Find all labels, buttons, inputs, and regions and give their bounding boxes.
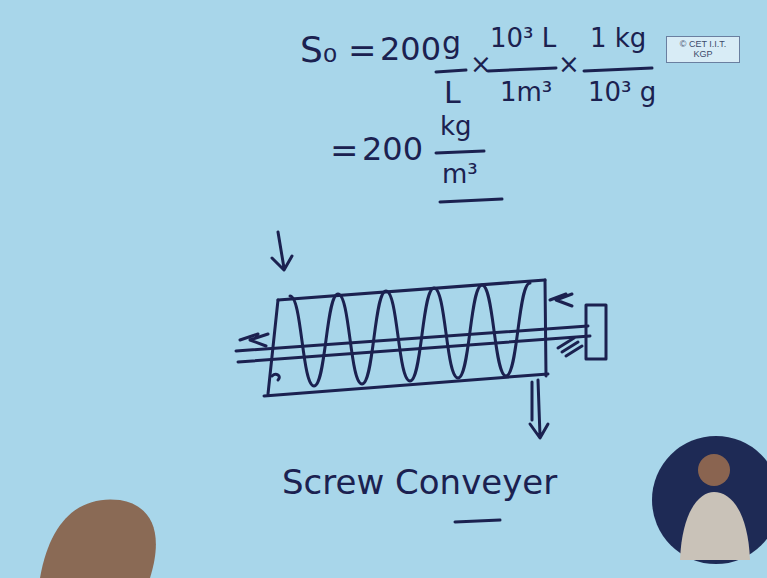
equation-term: × [470,50,492,79]
tube-wall [278,280,545,300]
logo-text: © CET I.I.T. KGP [671,39,735,60]
rotation-mark [550,294,572,306]
presenter-inset [652,436,767,564]
fraction-bar [488,68,556,71]
equation-term: 10³ L [490,24,556,53]
fraction-bar [436,70,466,72]
screw-flight [290,283,530,386]
equation-term: × [558,50,580,79]
equation-term: = [348,32,377,69]
underline [440,199,502,202]
equation-term: S₀ [300,30,337,70]
equation-term: 200 [362,132,423,167]
equation-term: 10³ g [588,78,656,107]
equation-term: 1 kg [590,24,646,53]
hatch [558,338,582,356]
hand [40,499,156,578]
presenter-head [698,454,730,486]
outlet-arrow [530,380,548,438]
rotation-mark [240,334,268,346]
underline [455,520,500,522]
caption-text: Screw Conveyer [282,464,557,501]
motor-box [586,305,606,359]
logo-box: © CET I.I.T. KGP [666,36,740,63]
equation-term: m³ [442,160,478,189]
equation-term: L [444,76,461,109]
equation-term: = [330,132,359,169]
shaft [238,336,590,362]
fraction-bar [436,151,484,153]
inlet-arrow [272,232,292,270]
sketch-mark [272,374,279,380]
equation-term: g [442,26,461,59]
equation-term: 200 [380,32,441,67]
shaft [236,326,588,351]
equation-term: 1m³ [500,78,552,107]
equation-term: kg [440,112,472,141]
fraction-bar [584,68,652,71]
outlet-arrow [531,382,534,420]
presenter-body [680,492,750,560]
